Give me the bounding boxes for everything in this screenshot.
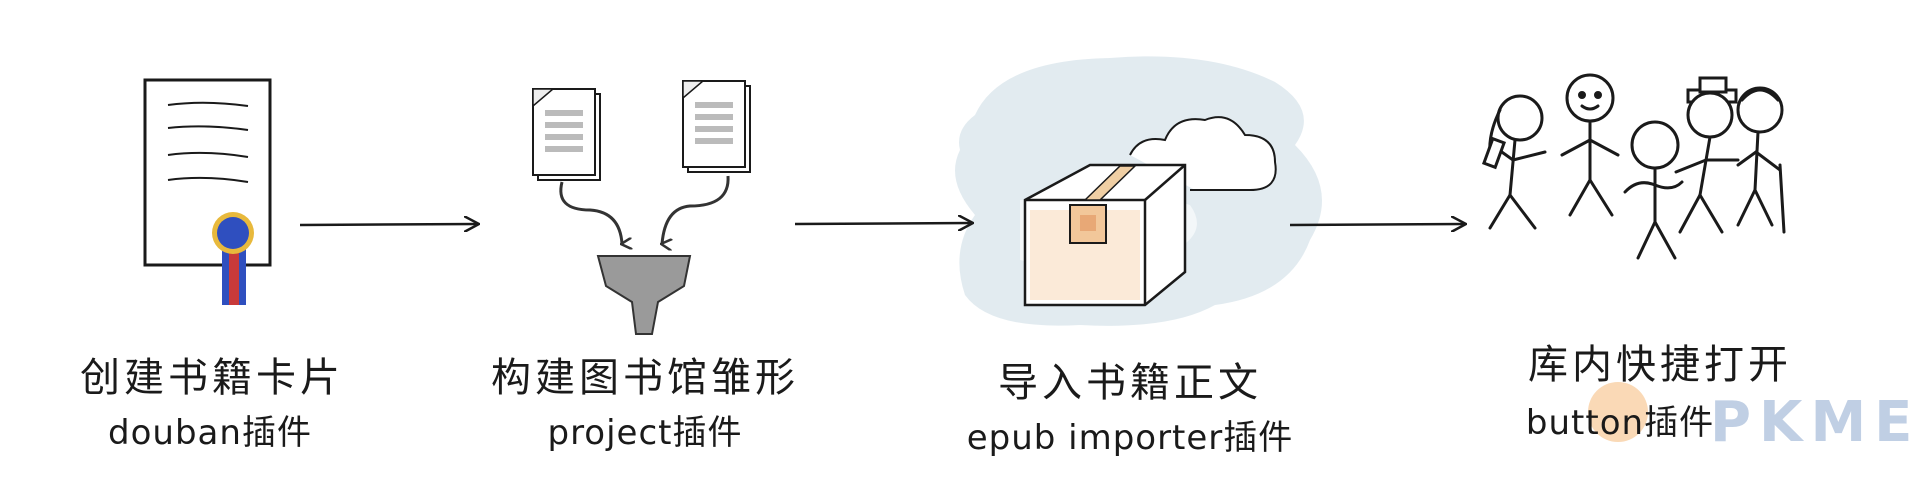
step-2-title: 构建图书馆雏形 xyxy=(491,355,799,401)
step-3-subtitle: epub importer插件 xyxy=(966,418,1294,458)
people-icon xyxy=(1481,73,1786,260)
person-3-icon xyxy=(1623,120,1684,260)
person-2-icon xyxy=(1560,73,1620,217)
documents-merge-icon xyxy=(532,80,751,335)
box-icon xyxy=(1023,163,1187,307)
arrow-1 xyxy=(299,224,478,225)
person-4-icon xyxy=(1674,76,1740,234)
box-cloud-icon xyxy=(955,56,1322,326)
watermark-text: PKMER xyxy=(1710,390,1913,455)
step-3-title: 导入书籍正文 xyxy=(998,360,1262,406)
certificate-icon xyxy=(143,78,272,305)
person-1-icon xyxy=(1481,94,1547,230)
step-4-title: 库内快捷打开 xyxy=(1528,342,1792,388)
arrow-2 xyxy=(794,223,972,224)
step-2-subtitle: project插件 xyxy=(547,413,743,453)
step-1-title: 创建书籍卡片 xyxy=(80,355,344,401)
watermark-logo-icon xyxy=(1588,382,1648,442)
step-4-subtitle: button插件 xyxy=(1525,403,1715,443)
funnel-icon xyxy=(596,255,692,335)
step-1-subtitle: douban插件 xyxy=(108,413,312,453)
arrow-3 xyxy=(1289,224,1465,225)
person-5-icon xyxy=(1736,86,1786,234)
document-right-icon xyxy=(682,80,751,173)
document-left-icon xyxy=(532,88,601,181)
